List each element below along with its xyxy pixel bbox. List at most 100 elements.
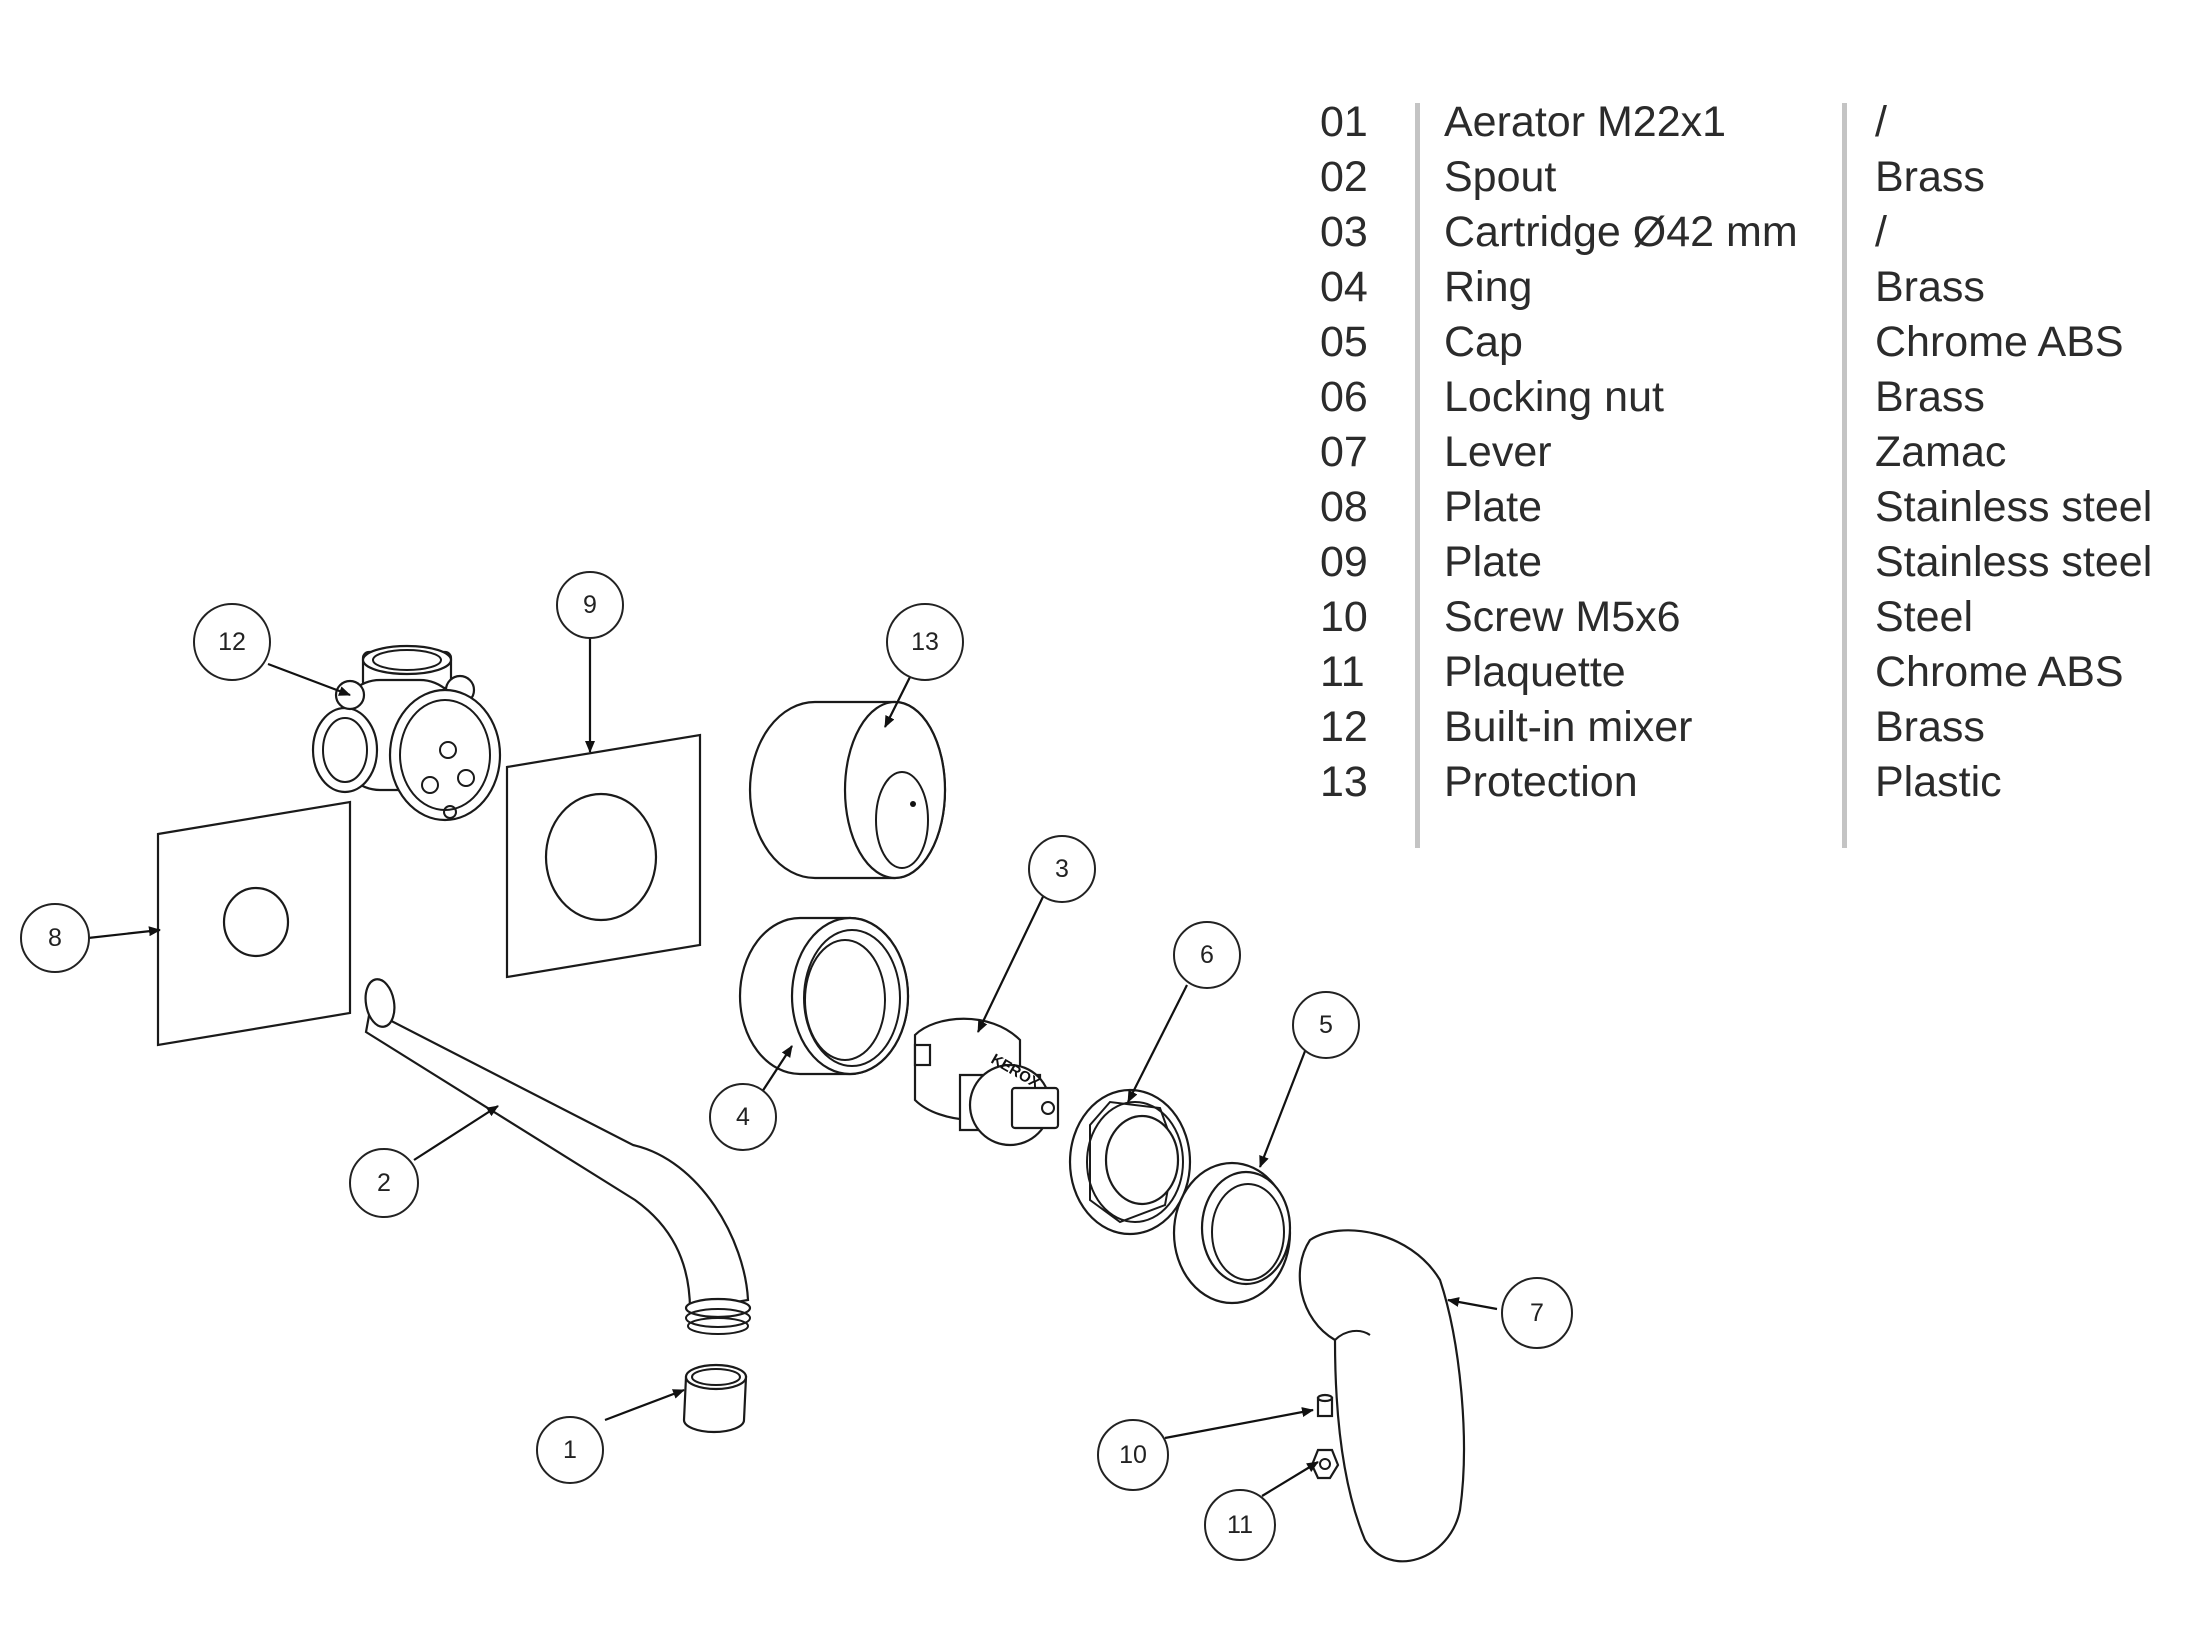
svg-text:3: 3 xyxy=(1055,855,1069,883)
callout-8: 8 xyxy=(20,903,90,973)
part-material: Brass xyxy=(1875,373,1985,421)
cap-part xyxy=(1172,1161,1292,1305)
svg-text:1: 1 xyxy=(563,1436,577,1464)
callout-4: 4 xyxy=(709,1083,777,1151)
part-material: Brass xyxy=(1875,153,1985,201)
part-number: 04 xyxy=(1320,263,1368,311)
cartridge-part: KEROX xyxy=(913,1017,1060,1147)
callout-2: 2 xyxy=(349,1148,419,1218)
part-number: 07 xyxy=(1320,428,1368,476)
ring-part xyxy=(738,916,910,1076)
part-name: Lever xyxy=(1444,428,1552,476)
screw-part xyxy=(1316,1393,1334,1418)
leader-2 xyxy=(413,1105,499,1161)
parts-row: 12 Built-in mixer Brass xyxy=(1320,700,2200,755)
part-material: Plastic xyxy=(1875,758,2002,806)
leader-7 xyxy=(1447,1297,1498,1311)
part-material: / xyxy=(1875,98,1887,146)
part-name: Locking nut xyxy=(1444,373,1664,421)
leader-1 xyxy=(604,1388,685,1422)
part-material: Brass xyxy=(1875,263,1985,311)
protection-part xyxy=(748,700,947,880)
svg-text:11: 11 xyxy=(1227,1511,1253,1539)
part-number: 12 xyxy=(1320,703,1368,751)
locking-nut-part xyxy=(1068,1088,1192,1236)
lever-part xyxy=(1298,1229,1466,1563)
part-name: Spout xyxy=(1444,153,1557,201)
part-material: Stainless steel xyxy=(1875,483,2153,531)
leader-11 xyxy=(1261,1461,1319,1497)
part-material: Brass xyxy=(1875,703,1985,751)
callout-1: 1 xyxy=(536,1416,604,1484)
part-number: 10 xyxy=(1320,593,1368,641)
part-name: Aerator M22x1 xyxy=(1444,98,1727,146)
svg-text:6: 6 xyxy=(1200,941,1214,969)
plate-large-hole-part xyxy=(505,733,702,979)
callout-6: 6 xyxy=(1173,921,1241,989)
part-name: Protection xyxy=(1444,758,1638,806)
part-name: Plate xyxy=(1444,483,1543,531)
leader-4 xyxy=(759,1045,793,1096)
parts-row: 06 Locking nut Brass xyxy=(1320,370,2200,425)
part-material: Stainless steel xyxy=(1875,538,2153,586)
column-divider xyxy=(1842,103,1847,848)
svg-text:2: 2 xyxy=(377,1169,391,1197)
part-number: 03 xyxy=(1320,208,1368,256)
svg-text:4: 4 xyxy=(736,1103,750,1131)
parts-list: 01 Aerator M22x1 / 02 Spout Brass 03 Car… xyxy=(1320,95,2200,855)
part-number: 08 xyxy=(1320,483,1368,531)
part-material: Chrome ABS xyxy=(1875,648,2124,696)
part-name: Built-in mixer xyxy=(1444,703,1693,751)
aerator-part xyxy=(682,1363,748,1434)
parts-row: 08 Plate Stainless steel xyxy=(1320,480,2200,535)
callout-5: 5 xyxy=(1292,991,1360,1059)
part-number: 13 xyxy=(1320,758,1368,806)
part-material: / xyxy=(1875,208,1887,256)
leader-8 xyxy=(87,926,161,940)
plate-small-hole-part xyxy=(156,800,352,1047)
svg-text:9: 9 xyxy=(583,591,597,619)
part-number: 09 xyxy=(1320,538,1368,586)
callout-9: 9 xyxy=(556,571,624,639)
leader-6 xyxy=(1127,984,1188,1103)
svg-text:12: 12 xyxy=(218,628,246,656)
parts-row: 03 Cartridge Ø42 mm / xyxy=(1320,205,2200,260)
parts-row: 10 Screw M5x6 Steel xyxy=(1320,590,2200,645)
part-name: Cartridge Ø42 mm xyxy=(1444,208,1798,256)
svg-text:13: 13 xyxy=(911,628,939,656)
parts-row: 13 Protection Plastic xyxy=(1320,755,2200,810)
part-number: 05 xyxy=(1320,318,1368,366)
callout-11: 11 xyxy=(1204,1489,1276,1561)
part-material: Zamac xyxy=(1875,428,2007,476)
part-name: Screw M5x6 xyxy=(1444,593,1681,641)
parts-row: 02 Spout Brass xyxy=(1320,150,2200,205)
svg-text:7: 7 xyxy=(1530,1299,1544,1327)
part-name: Plaquette xyxy=(1444,648,1626,696)
parts-row: 05 Cap Chrome ABS xyxy=(1320,315,2200,370)
part-name: Cap xyxy=(1444,318,1523,366)
part-material: Steel xyxy=(1875,593,1974,641)
parts-row: 07 Lever Zamac xyxy=(1320,425,2200,480)
callout-3: 3 xyxy=(1028,835,1096,903)
svg-text:5: 5 xyxy=(1319,1011,1333,1039)
parts-row: 04 Ring Brass xyxy=(1320,260,2200,315)
leader-5 xyxy=(1258,1045,1309,1168)
leader-12 xyxy=(267,662,351,697)
part-name: Plate xyxy=(1444,538,1543,586)
svg-text:10: 10 xyxy=(1119,1441,1147,1469)
part-number: 11 xyxy=(1320,648,1365,696)
leader-3 xyxy=(977,877,1053,1033)
callout-7: 7 xyxy=(1501,1277,1573,1349)
leader-13 xyxy=(884,672,913,728)
column-divider xyxy=(1415,103,1420,848)
spout-part xyxy=(364,978,752,1335)
built-in-mixer-part xyxy=(311,644,502,822)
part-number: 06 xyxy=(1320,373,1368,421)
callout-12: 12 xyxy=(193,603,271,681)
callout-10: 10 xyxy=(1097,1419,1169,1491)
part-material: Chrome ABS xyxy=(1875,318,2124,366)
part-name: Ring xyxy=(1444,263,1533,311)
leader-lines xyxy=(87,636,1498,1497)
part-number: 01 xyxy=(1320,98,1368,146)
